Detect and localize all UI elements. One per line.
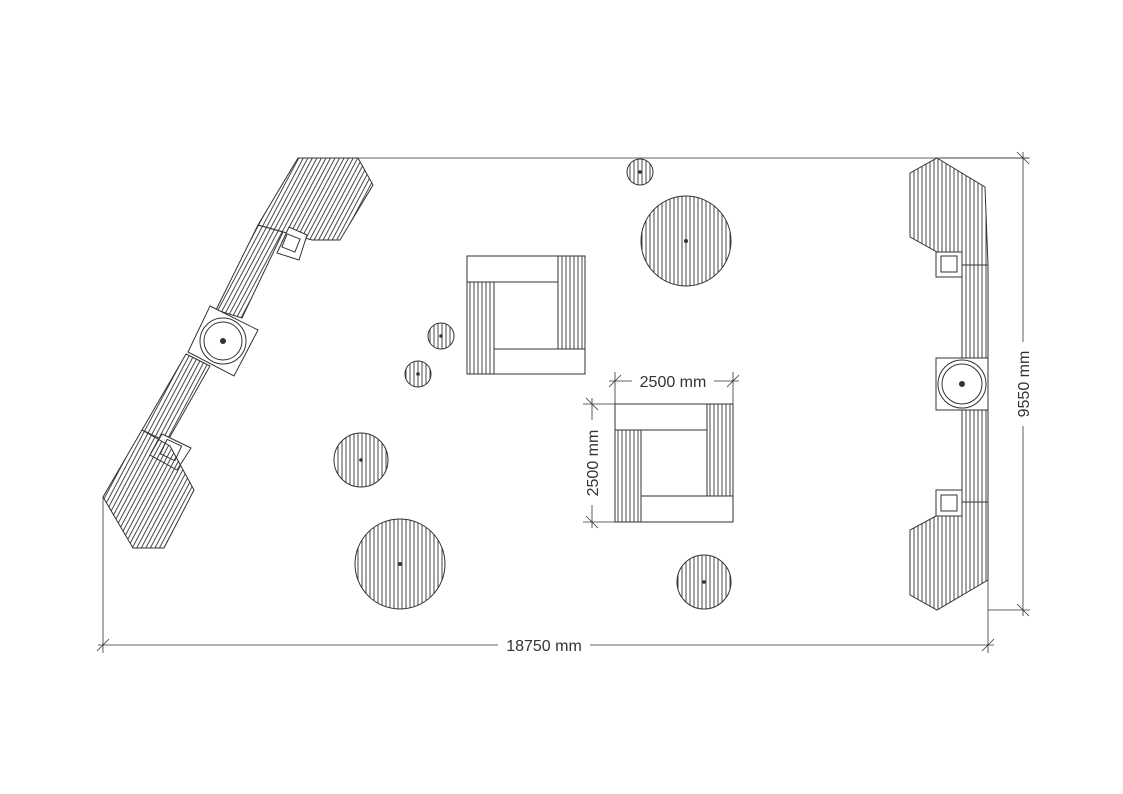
overall-depth-label: 9550 mm bbox=[1016, 351, 1033, 418]
dimension-overall-width bbox=[96, 497, 995, 653]
right-tree-ring-inner bbox=[941, 363, 983, 405]
square-bench-module-1 bbox=[466, 255, 586, 375]
right-top-bench bbox=[909, 157, 989, 266]
right-upper-beam bbox=[961, 264, 989, 359]
left-top-bench bbox=[257, 157, 374, 241]
left-diagonal-seating bbox=[102, 157, 374, 549]
left-tree-ring-inner bbox=[203, 321, 243, 361]
overall-width-label: 18750 mm bbox=[506, 638, 582, 655]
round-tables bbox=[333, 158, 732, 610]
dimension-overall-depth bbox=[940, 151, 1030, 617]
right-lower-planter-inner bbox=[940, 494, 958, 512]
left-lower-beam bbox=[141, 353, 211, 443]
dimension-module-width bbox=[608, 372, 740, 404]
left-upper-beam bbox=[215, 224, 284, 319]
dimension-module-depth bbox=[583, 397, 615, 529]
module-width-label: 2500 mm bbox=[640, 374, 707, 391]
left-tree-ring-outer bbox=[199, 317, 247, 365]
right-upper-planter-inner bbox=[940, 255, 958, 273]
left-upper-planter-inner bbox=[281, 233, 301, 253]
right-seating bbox=[909, 157, 989, 611]
square-bench-module-2 bbox=[614, 403, 734, 523]
right-bottom-bench bbox=[909, 501, 989, 611]
module-depth-label: 2500 mm bbox=[585, 430, 602, 497]
right-tree-ring-outer bbox=[937, 359, 987, 409]
right-tree-center bbox=[959, 381, 965, 387]
right-lower-beam bbox=[961, 409, 989, 503]
left-tree-center bbox=[220, 338, 226, 344]
